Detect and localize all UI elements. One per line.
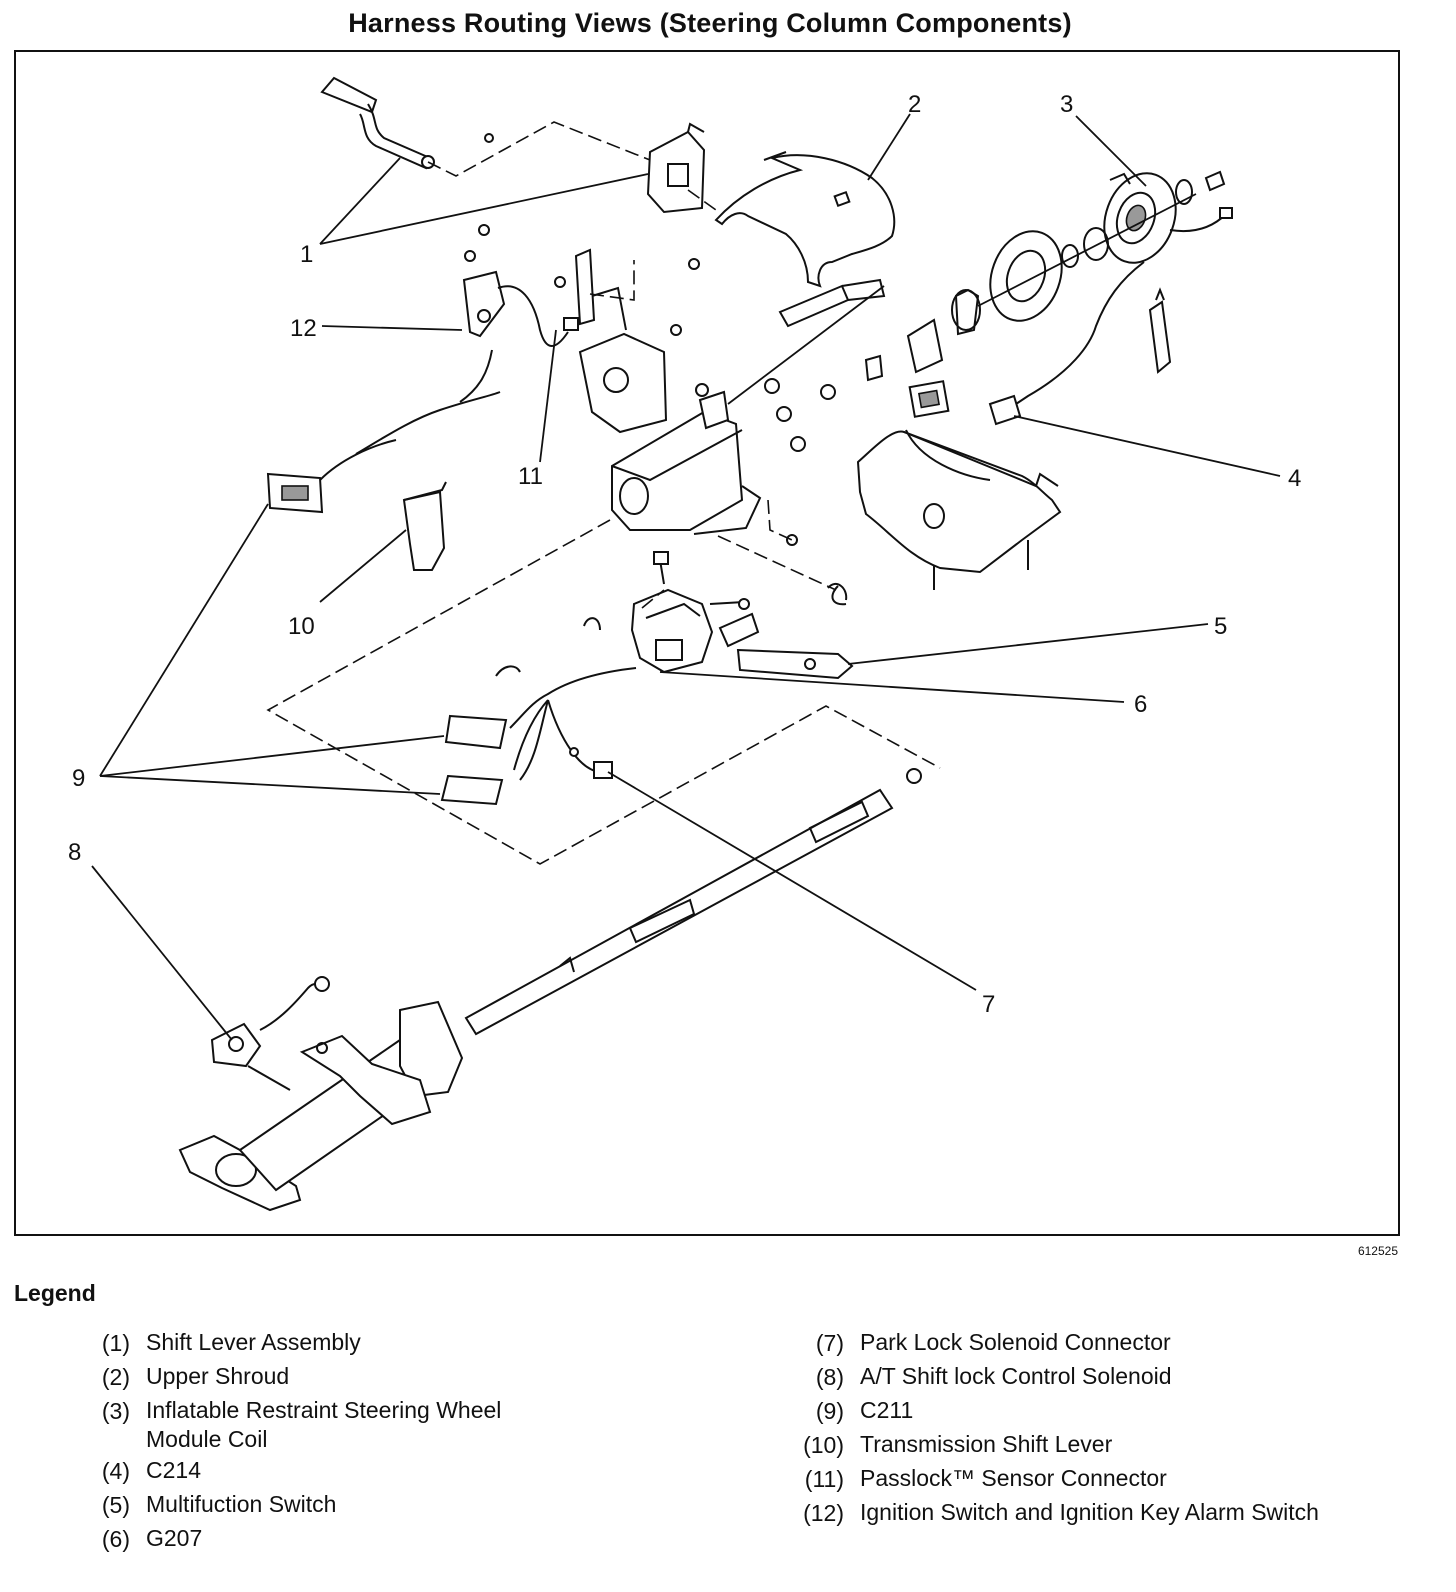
legend-item: (6)G207 (101, 1525, 203, 1552)
callout-6: 6 (1134, 691, 1147, 718)
callout-7: 7 (982, 991, 995, 1018)
legend-item: (4)C214 (101, 1457, 201, 1484)
callout-4: 4 (1288, 465, 1301, 492)
shift-lever-assembly (320, 76, 706, 214)
callout-2: 2 (908, 91, 921, 118)
exploded-view-drawing: 1 2 3 4 5 6 7 8 9 10 11 12 (68, 76, 1301, 1212)
steering-wheel-module-coil (951, 170, 1233, 336)
legend-item: (3)Inflatable Restraint Steering Wheel M… (101, 1397, 502, 1452)
legend-item: (12)Ignition Switch and Ignition Key Ala… (803, 1499, 1319, 1526)
callout-5: 5 (1214, 613, 1227, 640)
steering-shaft (464, 747, 922, 1036)
legend-right-column: (7)Park Lock Solenoid Connector (8)A/T S… (784, 1326, 1404, 1530)
multifunction-switch-assembly (495, 551, 854, 680)
ignition-switch-and-passlock (459, 224, 668, 434)
legend-item: (7)Park Lock Solenoid Connector (815, 1329, 1171, 1356)
figure-id: 612525 (1357, 1244, 1398, 1258)
legend-item: (10)Transmission Shift Lever (803, 1431, 1113, 1458)
callout-8: 8 (68, 839, 81, 866)
c211-harness (266, 391, 637, 806)
callout-11: 11 (518, 463, 543, 490)
callout-10: 10 (288, 613, 315, 640)
callout-12: 12 (290, 315, 317, 342)
callout-9: 9 (72, 765, 85, 792)
legend-left-column: (1)Shift Lever Assembly (2)Upper Shroud … (70, 1326, 630, 1556)
callout-leaders (91, 113, 1281, 1041)
callout-3: 3 (1060, 91, 1073, 118)
routing-leader-lines (266, 121, 941, 865)
legend-item: (11)Passlock™ Sensor Connector (804, 1465, 1167, 1492)
callout-labels: 1 2 3 4 5 6 7 8 9 10 11 12 (68, 91, 1301, 1018)
diagram-frame (14, 50, 1400, 1236)
diagram-title: Harness Routing Views (Steering Column C… (348, 8, 1072, 38)
shift-lock-solenoid-and-jacket (178, 976, 464, 1212)
legend-heading: Legend (14, 1280, 96, 1306)
legend-item: (5)Multifuction Switch (101, 1491, 337, 1518)
legend-item: (2)Upper Shroud (101, 1363, 290, 1390)
upper-shroud (714, 151, 896, 288)
lower-shroud-and-c214 (856, 261, 1172, 590)
legend-item: (8)A/T Shift lock Control Solenoid (815, 1363, 1172, 1390)
legend-item: (1)Shift Lever Assembly (101, 1329, 361, 1356)
transmission-shift-lever (402, 481, 447, 571)
column-housing (611, 258, 944, 610)
callout-1: 1 (300, 241, 313, 268)
legend-item: (9)C211 (815, 1397, 914, 1424)
